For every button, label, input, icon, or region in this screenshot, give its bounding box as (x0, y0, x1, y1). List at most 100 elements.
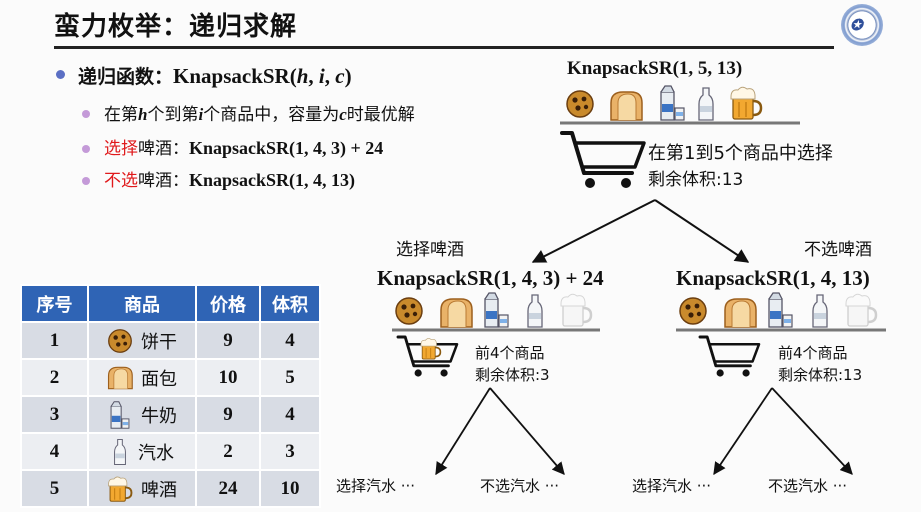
text: 个到第 (147, 105, 199, 125)
root-desc-line1: 在第1到5个商品中选择 (648, 143, 833, 164)
table-row: 1 饼干 9 4 (20, 321, 321, 360)
cell-id: 2 (20, 358, 89, 397)
cell-goods: 啤酒 (87, 469, 197, 508)
right-desc-line2: 剩余体积:13 (778, 366, 863, 384)
leaf-skip-soda: 不选汽水 ··· (480, 477, 560, 495)
right-node-label: KnapsackSR(1, 4, 13) (676, 266, 870, 290)
left-desc-line2: 剩余体积:3 (475, 366, 550, 384)
edge-choose-soda-left (435, 387, 491, 476)
comma: , (308, 64, 319, 88)
bread-icon (440, 298, 473, 328)
beer-in-cart-icon (420, 337, 442, 360)
goods-table: 序号 商品 价格 体积 1 饼干 9 4 2 面包 10 5 3 牛奶 9 4 … (20, 284, 321, 508)
edge-label-skip-beer: 不选啤酒 (804, 240, 872, 260)
edge-skip-beer (654, 199, 750, 263)
cookie-icon (566, 90, 594, 118)
cell-volume: 4 (259, 321, 321, 360)
cell-id: 4 (20, 432, 89, 471)
highlight-skip: 不选 (104, 171, 138, 191)
cell-price: 10 (195, 358, 261, 397)
beer-faded-icon (844, 292, 878, 328)
text: 个商品中，容量为 (203, 105, 340, 125)
page-title: 蛮力枚举：递归求解 (54, 12, 298, 42)
goods-name: 饼干 (141, 331, 177, 353)
edge-skip-soda-left (489, 387, 565, 475)
paren: ) (344, 64, 352, 88)
cookie-icon (679, 297, 707, 325)
param-i: i (318, 64, 325, 88)
cell-price: 9 (195, 395, 261, 434)
header-volume: 体积 (259, 284, 321, 323)
root-node-label: KnapsackSR(1, 5, 13) (567, 58, 743, 79)
text: 啤酒： (138, 139, 189, 159)
left-node-label: KnapsackSR(1, 4, 3) + 24 (377, 266, 604, 290)
cell-id: 5 (20, 469, 89, 508)
goods-name: 汽水 (138, 442, 174, 464)
sub-bullet-definition: 在第h个到第i个商品中，容量为c时最优解 (104, 100, 415, 125)
table-row: 5 啤酒 24 10 (20, 469, 321, 508)
soda-icon (698, 87, 714, 121)
soda-icon (527, 294, 543, 328)
table-header-row: 序号 商品 价格 体积 (20, 284, 321, 323)
edge-choose-beer (531, 199, 656, 263)
param-h: h (296, 64, 309, 88)
comma: , (324, 64, 336, 88)
bullet-prefix: 递归函数： (78, 66, 174, 88)
edge-label-choose-beer: 选择啤酒 (396, 240, 464, 260)
milk-icon (484, 292, 509, 328)
cell-volume: 4 (259, 395, 321, 434)
var-i: i (198, 105, 204, 124)
table-row: 3 牛奶 9 4 (20, 395, 321, 434)
cell-goods: 牛奶 (87, 395, 197, 434)
table-row: 4 汽水 2 3 (20, 432, 321, 471)
cell-goods: 面包 (87, 358, 197, 397)
cell-id: 3 (20, 395, 89, 434)
cell-price: 9 (195, 321, 261, 360)
milk-icon (660, 85, 685, 121)
leaf-skip-soda: 不选汽水 ··· (768, 477, 848, 495)
leaf-choose-soda: 选择汽水 ··· (632, 477, 712, 495)
sub-bullet-dot (82, 177, 90, 185)
beer-faded-icon (559, 292, 593, 328)
beer-icon (729, 85, 763, 121)
text: 啤酒： (138, 171, 189, 191)
sub-bullet-dot (82, 110, 90, 118)
text: 在第 (104, 105, 138, 125)
university-logo: ✪ (841, 4, 883, 46)
right-desc-line1: 前4个商品 (778, 344, 848, 362)
paren: ( (289, 64, 297, 88)
highlight-choose: 选择 (104, 139, 138, 159)
goods-name: 面包 (141, 368, 177, 390)
cell-volume: 3 (259, 432, 321, 471)
var-c: c (339, 105, 347, 124)
header-price: 价格 (195, 284, 261, 323)
sub-bullet-skip-beer: 不选啤酒：KnapsackSR(1, 4, 13) (104, 166, 355, 191)
function-name: KnapsackSR (173, 64, 290, 88)
expression: KnapsackSR(1, 4, 3) + 24 (189, 138, 384, 158)
edge-skip-soda-right (771, 387, 853, 475)
cell-volume: 5 (259, 358, 321, 397)
cell-goods: 饼干 (87, 321, 197, 360)
header-goods: 商品 (87, 284, 197, 323)
left-desc-line1: 前4个商品 (475, 344, 545, 362)
header-id: 序号 (20, 284, 89, 323)
var-h: h (138, 105, 148, 124)
right-cart-icon (698, 335, 761, 379)
goods-name: 牛奶 (141, 405, 177, 427)
sub-bullet-dot (82, 145, 90, 153)
milk-icon (768, 292, 793, 328)
root-cart-icon (560, 131, 646, 190)
soda-icon (812, 294, 828, 328)
expression: KnapsackSR(1, 4, 13) (189, 170, 356, 190)
cell-price: 2 (195, 432, 261, 471)
cell-goods: 汽水 (87, 432, 197, 471)
logo-mark: ✪ (850, 18, 863, 34)
goods-name: 啤酒 (141, 479, 177, 501)
cell-volume: 10 (259, 469, 321, 508)
leaf-choose-soda: 选择汽水 ··· (336, 477, 416, 495)
bread-icon (610, 91, 643, 121)
title-divider (54, 46, 834, 49)
table-row: 2 面包 10 5 (20, 358, 321, 397)
edge-choose-soda-right (713, 387, 773, 476)
